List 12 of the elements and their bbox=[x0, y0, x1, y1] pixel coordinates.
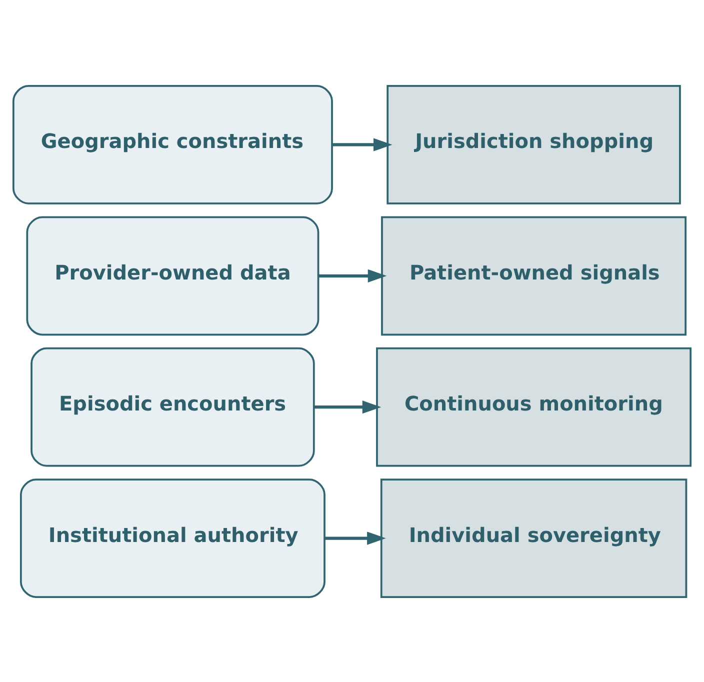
node-box: Continuous monitoring bbox=[376, 346, 692, 466]
node-box: Provider-owned data bbox=[26, 216, 320, 336]
arrow bbox=[318, 268, 387, 282]
arrow bbox=[314, 400, 382, 414]
node-box: Individual sovereignty bbox=[380, 478, 688, 598]
arrow bbox=[332, 138, 392, 151]
node-box: Institutional authority bbox=[20, 478, 326, 598]
node-box: Jurisdiction shopping bbox=[386, 84, 681, 204]
node-box: Geographic constraints bbox=[12, 84, 333, 204]
node-box: Episodic encounters bbox=[30, 346, 315, 466]
node-box: Patient-owned signals bbox=[381, 216, 687, 336]
arrow bbox=[325, 531, 386, 544]
